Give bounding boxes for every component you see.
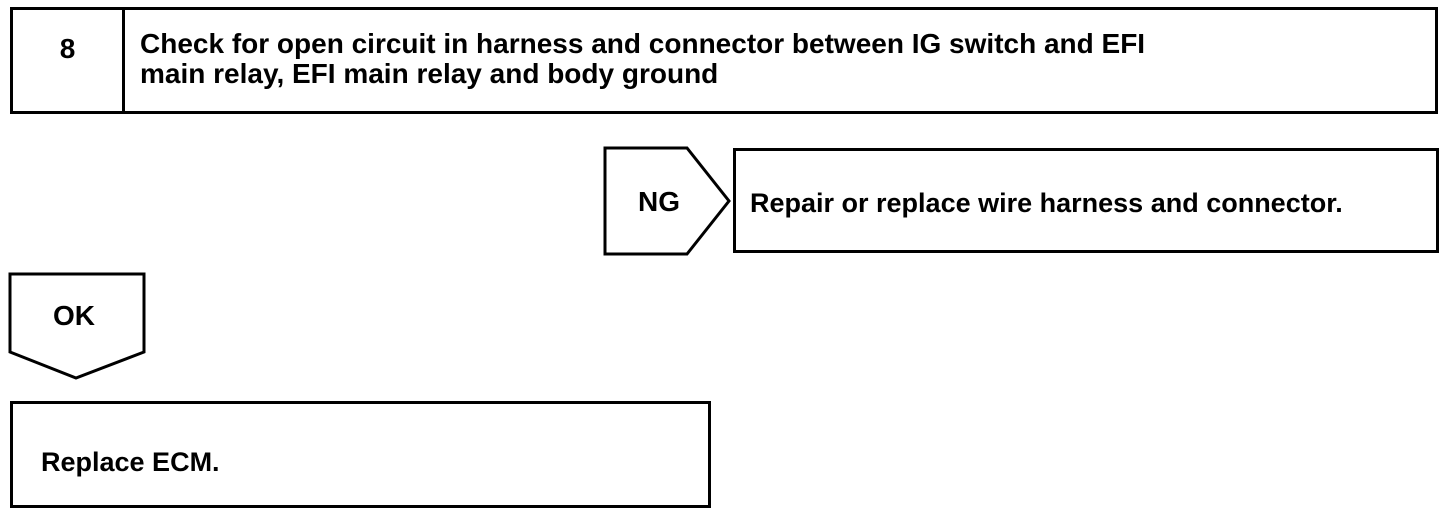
ng-arrow-tag <box>603 146 731 256</box>
ng-result-box: Repair or replace wire harness and conne… <box>733 148 1439 253</box>
step-title: Check for open circuit in harness and co… <box>140 29 1415 89</box>
ok-arrow-tag <box>8 272 146 380</box>
ok-result-text: Replace ECM. <box>41 447 220 477</box>
step-number: 8 <box>13 10 125 111</box>
step-title-line-1: Check for open circuit in harness and co… <box>140 28 1146 59</box>
step-title-line-2: main relay, EFI main relay and body grou… <box>140 58 719 89</box>
ok-label: OK <box>53 300 95 331</box>
ng-label: NG <box>638 186 680 217</box>
ng-result-text: Repair or replace wire harness and conne… <box>750 188 1343 218</box>
ok-result-box: Replace ECM. <box>10 401 711 508</box>
step-box: 8 Check for open circuit in harness and … <box>10 7 1438 114</box>
